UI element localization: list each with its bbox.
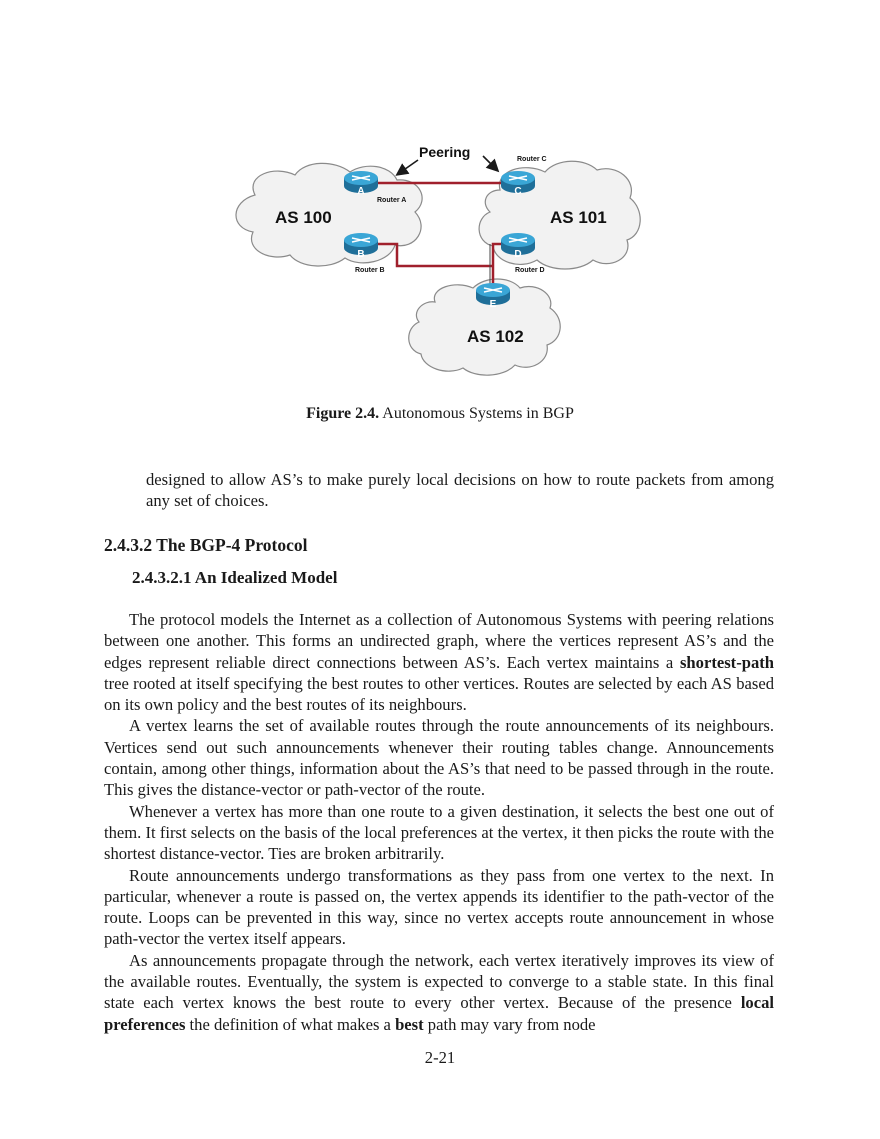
peering-arrow-right [482,155,500,173]
figure-caption-text: Autonomous Systems in BGP [382,405,574,422]
paragraph-3: Whenever a vertex has more than one rout… [104,801,774,864]
p1-text-start: The protocol models the Internet as a co… [104,610,774,672]
router-a-letter: A [357,186,364,197]
peering-annotation: Peering [395,144,500,176]
as101-label: AS 101 [550,208,607,227]
figure-caption: Figure 2.4. Autonomous Systems in BGP [0,405,880,423]
as100-label: AS 100 [275,208,332,227]
p1-bold-term: shortest-path [679,652,774,672]
p5-text-middle: the definition of what makes a [185,1014,396,1034]
p1-text-end: tree rooted at itself specifying the bes… [104,673,774,715]
continuation-paragraph: designed to allow AS’s to make purely lo… [146,470,774,511]
paragraph-2: A vertex learns the set of available rou… [104,716,774,800]
bgp-figure: AS 100 AS 101 AS 102 [225,140,645,390]
p5-bold-term-1: local preferences [104,993,774,1034]
router-e-letter: E [490,299,497,310]
p5-text-start: As announcements propagate through the n… [104,950,774,1013]
p5-text-end: path may vary from node [423,1014,596,1034]
router-b-label: Router B [355,267,385,274]
router-e: E [476,283,510,310]
router-b-letter: B [357,249,364,260]
bgp-diagram: AS 100 AS 101 AS 102 [235,144,641,376]
router-a-label: Router A [377,197,406,204]
subsection-heading: 2.4.3.2.1 An Idealized Model [132,568,338,587]
router-c-label: Router C [517,156,547,163]
link-d-e [491,242,503,266]
peering-label: Peering [419,144,470,160]
paragraph-1: The protocol models the Internet as a co… [104,609,774,715]
p5-bold-term-2: best [395,1014,424,1034]
figure-number: Figure 2.4. [306,405,380,422]
body-text: The protocol models the Internet as a co… [104,609,774,1035]
cloud-as102: AS 102 [408,278,561,376]
section-heading: 2.4.3.2 The BGP-4 Protocol [104,535,308,555]
as102-label: AS 102 [467,327,524,346]
links [375,181,503,286]
paragraph-4: Route announcements undergo transformati… [104,865,774,949]
peering-arrow-left [395,159,419,176]
router-d-letter: D [514,249,521,260]
router-c: C Router C [501,156,547,197]
paragraph-5: As announcements propagate through the n… [104,950,774,1035]
router-a: A Router A [344,171,406,204]
link-b-e [375,242,493,268]
router-c-letter: C [514,186,521,197]
router-d-label: Router D [515,267,545,274]
router-d: D Router D [501,233,545,274]
router-b: B Router B [344,233,385,274]
cloud-as100: AS 100 [235,162,423,267]
page-number: 2-21 [424,1048,456,1067]
